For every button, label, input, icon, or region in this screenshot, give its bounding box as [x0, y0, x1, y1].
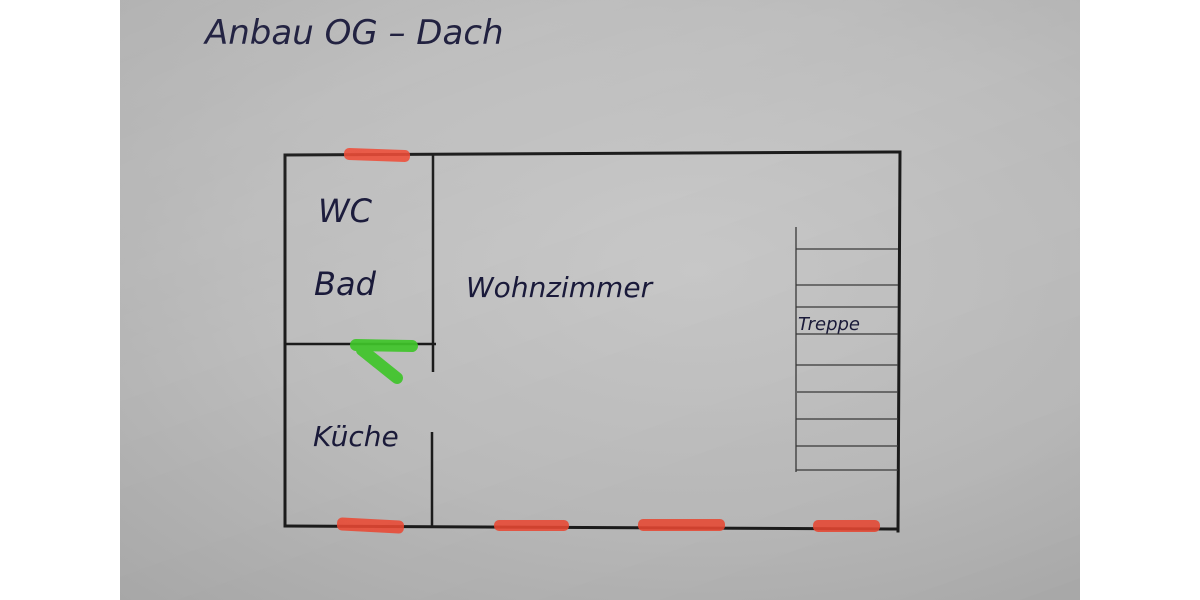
door-marker	[350, 339, 418, 384]
room-label-bad: Bad	[314, 265, 377, 303]
floor-plan-photo: Anbau OG – Dach	[120, 0, 1080, 600]
window-markers	[336, 148, 880, 534]
window-marker-kueche	[336, 517, 405, 534]
room-label-kueche: Küche	[313, 420, 399, 453]
window-marker-treppe	[813, 520, 880, 532]
stairs	[795, 227, 898, 472]
window-marker-wohnzimmer-1	[494, 520, 569, 531]
floor-plan-drawing: Anbau OG – Dach	[203, 13, 902, 534]
window-marker-wohnzimmer-2	[638, 519, 725, 531]
plan-title: Anbau OG – Dach	[203, 13, 504, 53]
room-label-wohnzimmer: Wohnzimmer	[466, 271, 654, 304]
room-label-treppe: Treppe	[798, 314, 860, 335]
room-label-wc: WC	[318, 192, 373, 230]
window-marker-top	[343, 148, 411, 162]
